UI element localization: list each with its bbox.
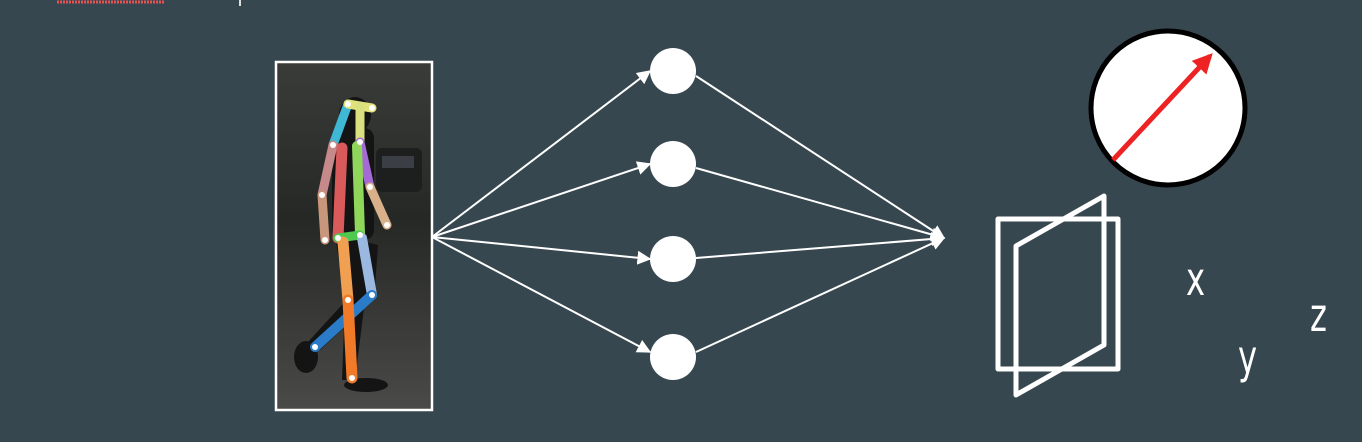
- limb-neck-left: [328, 99, 353, 150]
- hidden-node-4: [650, 334, 696, 380]
- output-edges: [695, 75, 946, 353]
- limb-right-shin: [310, 290, 377, 352]
- coordinate-label-y: y: [1238, 330, 1258, 384]
- coordinate-label-z: z: [1310, 288, 1327, 342]
- edge-node-1-output: [695, 75, 946, 239]
- edge-node-2-output: [695, 167, 946, 242]
- hidden-node-1: [650, 48, 696, 94]
- edge-input-node-4: [431, 236, 652, 353]
- hidden-node-3: [650, 236, 696, 282]
- limb-right-forearm: [365, 182, 392, 230]
- limb-left-upper-arm: [317, 140, 338, 200]
- hidden-node-2: [650, 141, 696, 187]
- limb-torso-right: [352, 141, 365, 239]
- edge-node-3-output: [695, 232, 946, 259]
- plane-tilted: [1013, 193, 1107, 398]
- planes-icon: [995, 193, 1121, 398]
- limb-right-thigh: [357, 233, 377, 300]
- coordinate-label-x: x: [1186, 252, 1206, 306]
- pedestrian-image: [274, 60, 434, 412]
- background-car: [376, 148, 422, 192]
- skeleton-joints: [312, 101, 390, 381]
- limb-left-forearm: [317, 190, 330, 245]
- limb-torso-left: [332, 142, 348, 244]
- skeleton: [310, 99, 392, 384]
- edge-input-node-1: [431, 70, 652, 238]
- hidden-nodes: [650, 48, 696, 380]
- edge-input-node-3: [431, 236, 652, 265]
- limb-left-thigh: [337, 236, 354, 306]
- edge-input-node-2: [431, 161, 652, 238]
- input-edges: [431, 70, 652, 353]
- orientation-arrow: [1111, 53, 1213, 162]
- edge-node-4-output: [695, 236, 946, 353]
- limb-left-shin: [342, 294, 358, 384]
- orientation-compass-icon: [1088, 28, 1248, 188]
